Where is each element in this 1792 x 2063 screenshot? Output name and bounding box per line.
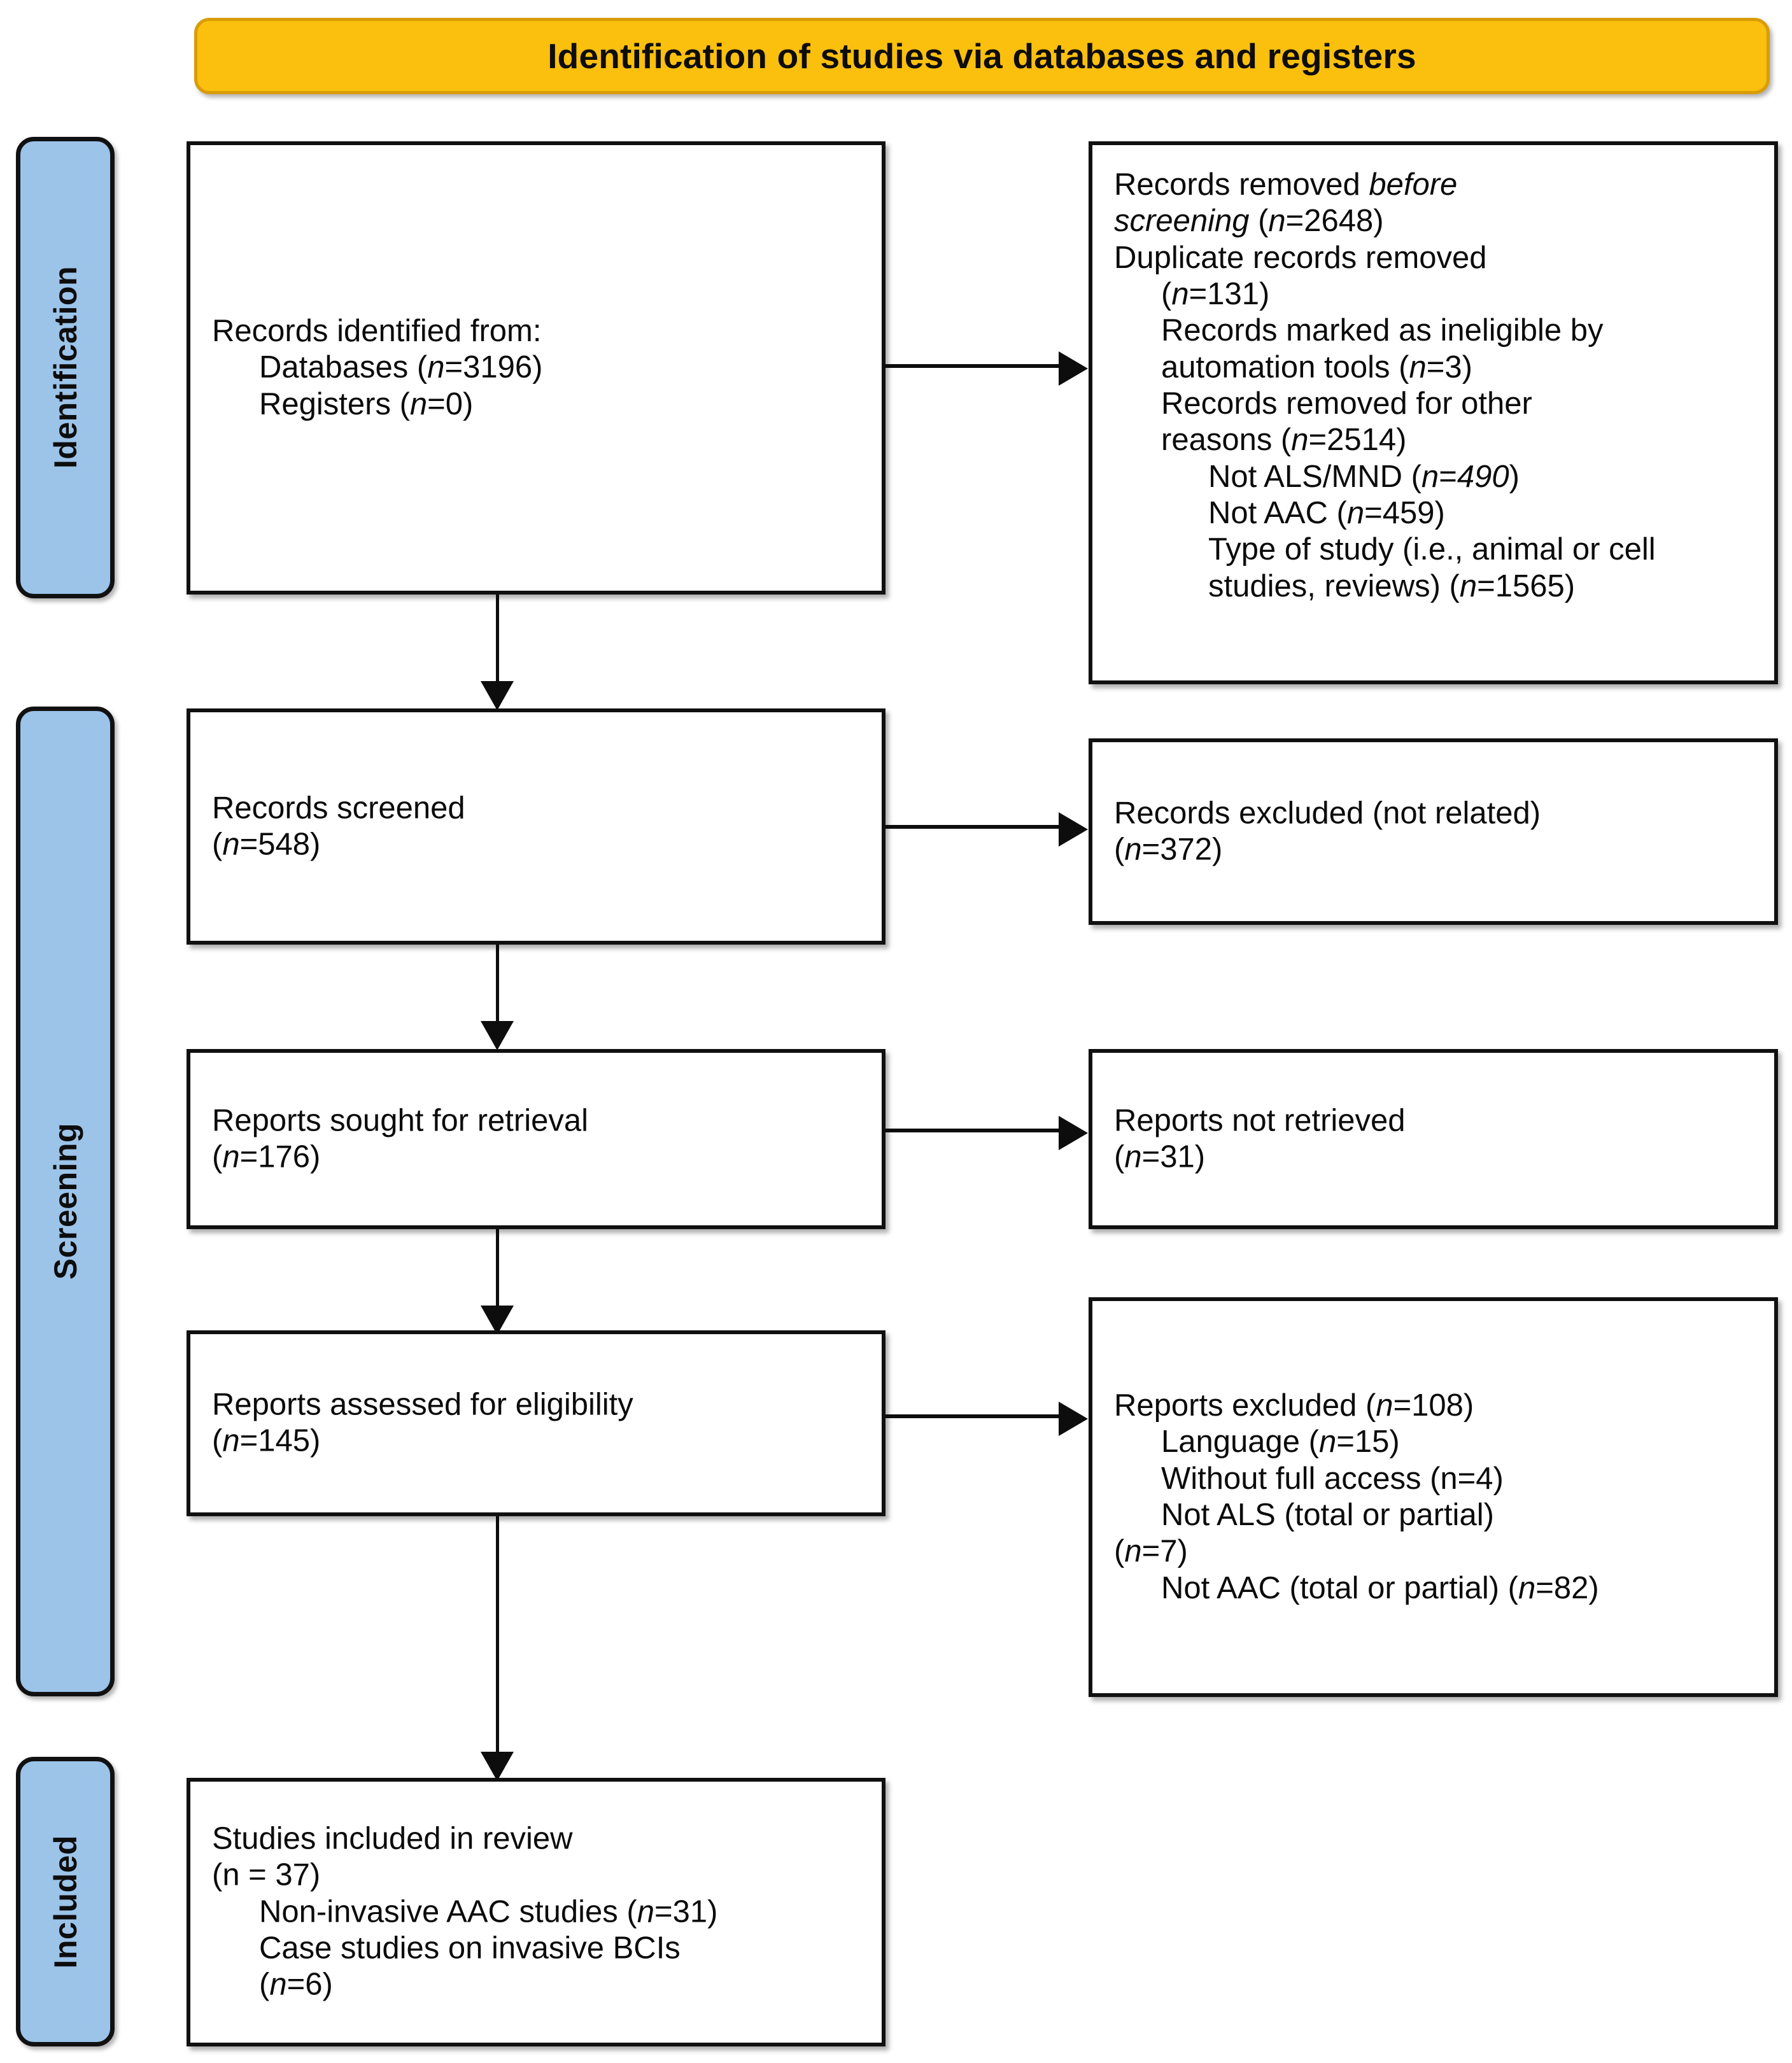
arrow-identified-to-screened-line [496,595,499,690]
removed-type-of-study-line1: Type of study (i.e., animal or cell [1208,532,1656,567]
diagram-header-banner: Identification of studies via databases … [194,18,1770,94]
arrow-screened-to-excluded-line [885,825,1064,829]
studies-included-noninvasive: Non-invasive AAC studies (n=31) [259,1894,718,1929]
reports-excluded-not-als-line1: Not ALS (total or partial) [1161,1498,1494,1532]
removed-duplicate-line1: Duplicate records removed [1114,240,1487,275]
records-identified-registers: Registers (n=0) [259,386,474,421]
box-records-excluded: Records excluded (not related) (n=372) [1089,738,1778,925]
arrow-identified-to-screened-head [481,681,514,710]
arrow-screened-to-excluded-head [1059,812,1088,847]
studies-included-count: (n = 37) [212,1858,321,1893]
box-reports-excluded: Reports excluded (n=108) Language (n=15)… [1089,1297,1778,1697]
removed-other-line1: Records removed for other [1161,386,1532,421]
records-identified-title: Records identified from: [212,314,542,349]
removed-ineligible-line1: Records marked as ineligible by [1161,313,1604,348]
arrow-assessed-to-excluded-line [885,1414,1064,1418]
box-records-removed-before-screening: Records removed before screening (n=2648… [1089,141,1778,684]
arrow-sought-to-not-retrieved-head [1059,1116,1088,1150]
studies-included-title: Studies included in review [212,1821,573,1856]
removed-title-line2: screening (n=2648) [1114,204,1384,239]
diagram-title: Identification of studies via databases … [547,36,1416,76]
arrow-assessed-to-included-line [496,1516,499,1761]
records-excluded-count: (n=372) [1114,832,1223,867]
records-excluded-title: Records excluded (not related) [1114,796,1541,831]
stage-label-included-text: Included [47,1834,83,1969]
arrow-assessed-to-included-head [481,1752,514,1781]
reports-excluded-title: Reports excluded (n=108) [1114,1388,1474,1423]
reports-not-retrieved-count: (n=31) [1114,1139,1206,1174]
arrow-assessed-to-excluded-head [1059,1402,1088,1436]
removed-type-of-study-line2: studies, reviews) (n=1565) [1208,568,1576,603]
reports-excluded-language: Language (n=15) [1161,1425,1400,1460]
removed-title-line1: Records removed before [1114,167,1458,202]
arrow-screened-to-sought-head [481,1021,514,1050]
box-studies-included: Studies included in review (n = 37) Non-… [187,1778,885,2046]
arrow-identified-to-removed-line [885,364,1064,368]
arrow-sought-to-assessed-line [496,1229,499,1314]
records-identified-databases: Databases (n=3196) [259,350,543,385]
arrow-sought-to-assessed-head [481,1306,514,1335]
reports-excluded-not-als-line2: (n=7) [1114,1534,1188,1569]
arrow-sought-to-not-retrieved-line [885,1129,1064,1132]
reports-excluded-without-full-access: Without full access (n=4) [1161,1461,1504,1496]
stage-label-identification: Identification [16,137,115,598]
stage-label-screening: Screening [16,707,115,1696]
box-records-identified: Records identified from: Databases (n=31… [187,141,885,595]
stage-label-screening-text: Screening [47,1123,83,1280]
studies-included-case-studies-line1: Case studies on invasive BCIs [259,1931,681,1966]
box-reports-sought: Reports sought for retrieval (n=176) [187,1049,885,1229]
removed-not-als-mnd: Not ALS/MND (n=490) [1208,459,1520,494]
box-records-screened: Records screened (n=548) [187,708,885,945]
reports-assessed-count: (n=145) [212,1424,321,1458]
reports-not-retrieved-title: Reports not retrieved [1114,1103,1406,1138]
arrow-identified-to-removed-head [1059,351,1088,386]
stage-label-included: Included [16,1757,115,2046]
records-screened-title: Records screened [212,791,465,826]
box-reports-not-retrieved: Reports not retrieved (n=31) [1089,1049,1778,1229]
removed-other-line2: reasons (n=2514) [1161,423,1407,458]
box-reports-assessed: Reports assessed for eligibility (n=145) [187,1330,885,1516]
reports-sought-count: (n=176) [212,1139,321,1174]
removed-ineligible-line2: automation tools (n=3) [1161,349,1472,384]
reports-assessed-title: Reports assessed for eligibility [212,1387,633,1422]
arrow-screened-to-sought-line [496,945,499,1030]
reports-sought-title: Reports sought for retrieval [212,1103,588,1138]
reports-excluded-not-aac: Not AAC (total or partial) (n=82) [1161,1570,1599,1605]
removed-duplicate-line2: (n=131) [1161,276,1270,311]
stage-label-identification-text: Identification [47,266,83,469]
studies-included-case-studies-line2: (n=6) [259,1967,333,2002]
records-screened-count: (n=548) [212,827,321,862]
removed-not-aac: Not AAC (n=459) [1208,495,1445,530]
